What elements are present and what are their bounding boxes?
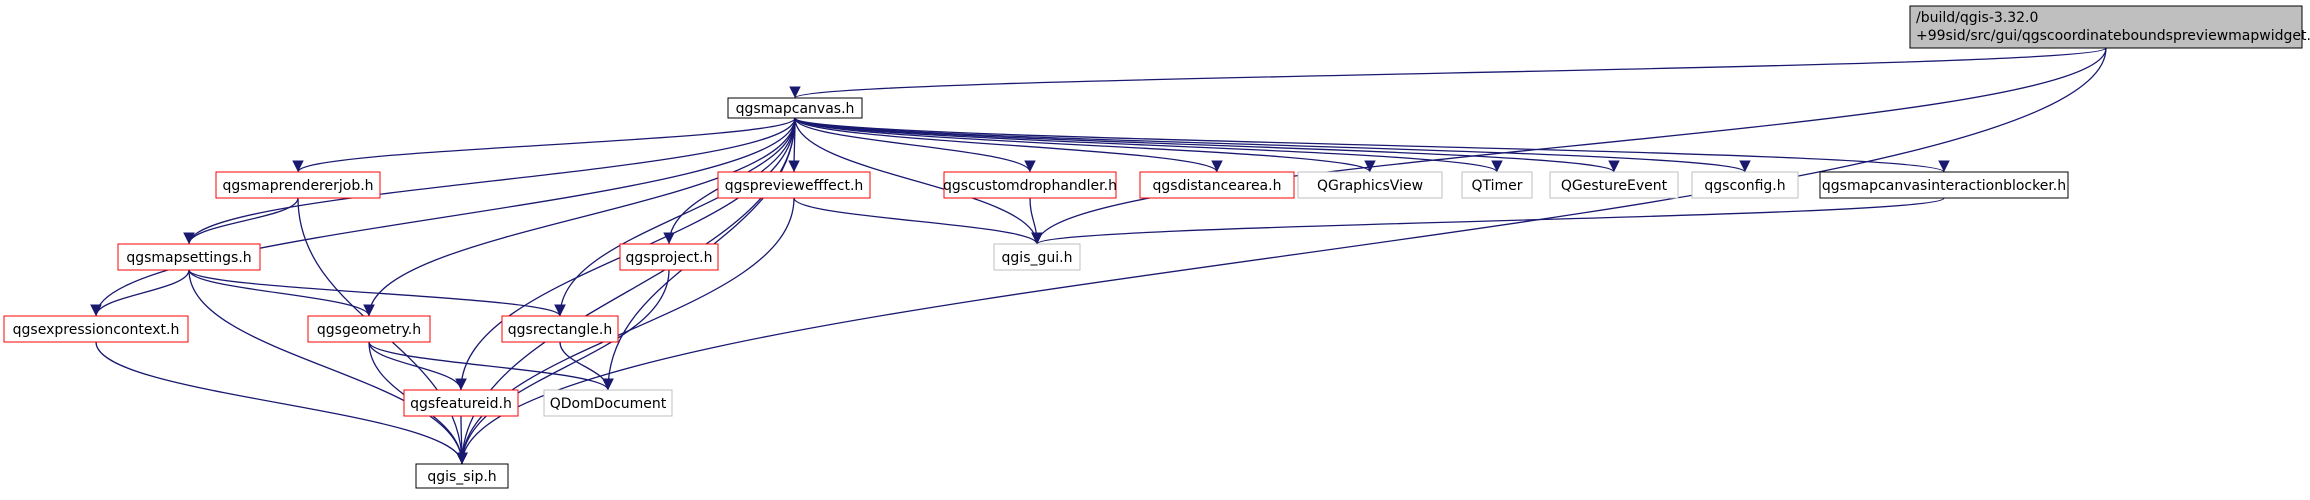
node-box-geometry <box>307 315 431 343</box>
node-box-config <box>1691 171 1799 199</box>
node-label-exprctx-0: qgsexpressioncontext.h <box>13 322 180 338</box>
edge-mapcanvas-to-dropHandler <box>794 117 1036 173</box>
node-box-project <box>619 243 719 271</box>
node-geometry[interactable]: qgsgeometry.h <box>307 315 431 343</box>
node-featureid[interactable]: qgsfeatureid.h <box>403 389 519 417</box>
node-config[interactable]: qgsconfig.h <box>1691 171 1799 199</box>
node-distarea[interactable]: qgsdistancearea.h <box>1139 171 1295 199</box>
edge-mapcanvas-to-gview <box>794 117 1376 173</box>
edge-mapcanvas-to-gesture <box>794 117 1620 173</box>
node-preview[interactable]: qgspreviewefffect.h <box>717 171 871 199</box>
node-label-mapcanvas-0: qgsmapcanvas.h <box>736 101 855 117</box>
node-box-qtimer <box>1461 171 1533 199</box>
edge-root-to-mapcanvas <box>789 47 2107 99</box>
node-gesture[interactable]: QGestureEvent <box>1549 171 1679 199</box>
node-box-blocker <box>1819 171 2069 199</box>
node-label-blocker-0: qgsmapcanvasinteractionblocker.h <box>1822 178 2066 194</box>
node-box-featureid <box>403 389 519 417</box>
node-label-root-1: +99sid/src/gui/qgscoordinateboundsprevie… <box>1916 28 2310 44</box>
node-qtimer[interactable]: QTimer <box>1461 171 1533 199</box>
edge-mapsettings-to-geometry <box>188 269 375 317</box>
edge-preview-to-gui <box>793 197 1043 245</box>
edge-mapsettings-to-exprctx <box>90 269 190 317</box>
node-dropHandler[interactable]: qgscustomdrophandler.h <box>943 171 1117 199</box>
nodes-layer: /build/qgis-3.32.0 +99sid/src/gui/qgscoor… <box>3 5 2310 489</box>
edge-mapcanvas-to-preview <box>788 117 800 173</box>
node-box-sip <box>415 463 509 489</box>
edge-root-to-sip <box>456 47 2107 465</box>
node-label-gui-0: qgis_gui.h <box>1002 250 1073 266</box>
node-sip[interactable]: qgis_sip.h <box>415 463 509 489</box>
node-label-gesture-0: QGestureEvent <box>1561 178 1668 194</box>
node-label-maprendererjob-0: qgsmaprendererjob.h <box>222 178 373 194</box>
node-box-mapsettings <box>117 243 261 271</box>
edge-mapcanvas-to-mapsettings <box>183 117 796 245</box>
edge-mapcanvas-to-geometry <box>363 117 796 317</box>
edge-geometry-to-featureid <box>368 341 467 391</box>
node-blocker[interactable]: qgsmapcanvasinteractionblocker.h <box>1819 171 2069 199</box>
node-box-domdoc <box>543 389 673 417</box>
edge-mapcanvas-to-gui <box>794 117 1043 245</box>
edge-rectangle-to-domdoc <box>559 341 614 391</box>
edge-mapcanvas-to-exprctx <box>90 117 796 317</box>
edge-project-to-sip <box>456 269 670 465</box>
node-label-dropHandler-0: qgscustomdrophandler.h <box>943 178 1117 194</box>
edge-mapcanvas-to-qtimer <box>794 117 1503 173</box>
edge-mapsettings-to-rectangle <box>188 269 566 317</box>
node-mapcanvas[interactable]: qgsmapcanvas.h <box>727 97 863 119</box>
node-gui[interactable]: qgis_gui.h <box>993 243 1081 271</box>
node-label-rectangle-0: qgsrectangle.h <box>508 322 612 338</box>
node-box-gview <box>1297 171 1443 199</box>
edge-mapcanvas-to-blocker <box>794 117 1950 173</box>
edge-geometry-to-domdoc <box>368 341 614 391</box>
node-exprctx[interactable]: qgsexpressioncontext.h <box>3 315 189 343</box>
edge-root-to-gui <box>1031 47 2107 245</box>
edge-blocker-to-gui <box>1031 197 1945 245</box>
node-box-rectangle <box>501 315 619 343</box>
node-box-preview <box>717 171 871 199</box>
edge-maprendererjob-to-mapsettings <box>183 197 299 245</box>
edge-mapcanvas-to-maprendererjob <box>292 117 796 173</box>
node-label-qtimer-0: QTimer <box>1471 178 1522 194</box>
node-gview[interactable]: QGraphicsView <box>1297 171 1443 199</box>
node-root[interactable]: /build/qgis-3.32.0 +99sid/src/gui/qgscoor… <box>1909 5 2310 49</box>
node-label-project-0: qgsproject.h <box>626 250 713 266</box>
edge-preview-to-sip <box>456 197 795 465</box>
node-box-distarea <box>1139 171 1295 199</box>
node-box-dropHandler <box>943 171 1117 199</box>
node-box-gui <box>993 243 1081 271</box>
node-rectangle[interactable]: qgsrectangle.h <box>501 315 619 343</box>
node-label-config-0: qgsconfig.h <box>1704 178 1785 194</box>
node-label-mapsettings-0: qgsmapsettings.h <box>126 250 251 266</box>
node-box-gesture <box>1549 171 1679 199</box>
node-box-exprctx <box>3 315 189 343</box>
edge-mapsettings-to-sip <box>188 269 468 465</box>
edge-mapcanvas-to-distarea <box>794 117 1223 173</box>
node-mapsettings[interactable]: qgsmapsettings.h <box>117 243 261 271</box>
node-maprendererjob[interactable]: qgsmaprendererjob.h <box>215 171 381 199</box>
edge-mapcanvas-to-config <box>794 117 1751 173</box>
node-domdoc[interactable]: QDomDocument <box>543 389 673 417</box>
edge-mapcanvas-to-rectangle <box>554 117 796 317</box>
edges-layer <box>90 47 2107 465</box>
node-label-gview-0: QGraphicsView <box>1317 178 1423 194</box>
node-label-geometry-0: qgsgeometry.h <box>317 322 421 338</box>
node-label-preview-0: qgspreviewefffect.h <box>725 178 864 194</box>
node-label-root-0: /build/qgis-3.32.0 <box>1916 10 2038 26</box>
node-box-maprendererjob <box>215 171 381 199</box>
node-label-featureid-0: qgsfeatureid.h <box>410 396 512 412</box>
node-label-sip-0: qgis_sip.h <box>427 469 496 485</box>
node-label-domdoc-0: QDomDocument <box>550 396 667 412</box>
node-label-distarea-0: qgsdistancearea.h <box>1153 178 1282 194</box>
node-box-mapcanvas <box>727 97 863 119</box>
node-project[interactable]: qgsproject.h <box>619 243 719 271</box>
node-box-root <box>1909 5 2303 49</box>
edge-exprctx-to-sip <box>95 341 468 465</box>
